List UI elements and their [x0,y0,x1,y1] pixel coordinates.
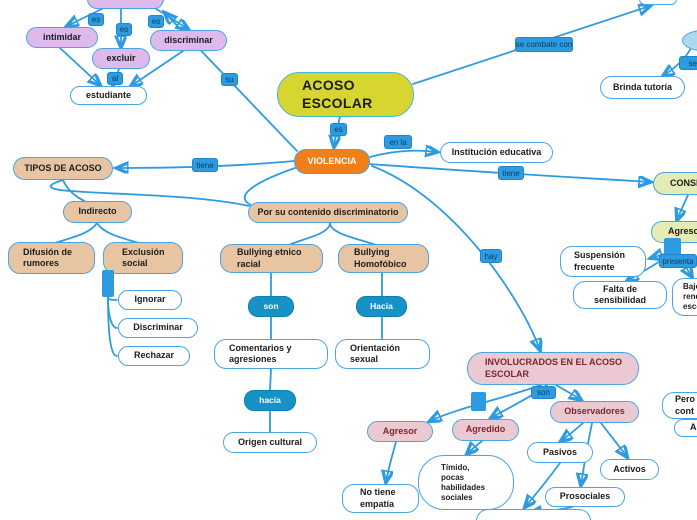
node-institucion-educativa[interactable]: Institución educativa [440,142,553,163]
node-agredido[interactable]: Agredido [452,419,519,441]
node-prosociales[interactable]: Prosociales [545,487,625,507]
node-por-su-contenido[interactable]: Por su contenido discriminatorio [248,202,408,223]
label-su[interactable]: su [221,73,238,86]
label-son[interactable]: son [531,386,556,399]
connector-line [96,222,140,244]
node-ignorar[interactable]: Ignorar [118,290,182,310]
node-agresor-pink[interactable]: Agresor [367,421,433,442]
node-discriminar[interactable]: discriminar [150,30,227,51]
connector-line [555,384,581,400]
label-es-main[interactable]: es [330,123,347,136]
connector-line [561,422,584,441]
node-brinda-tutoria[interactable]: Brinda tutoría [600,76,685,99]
label-hay[interactable]: hay [480,249,502,263]
node-estudiante[interactable]: estudiante [70,86,147,105]
node-acoso-escolar[interactable]: ACOSO ESCOLAR [277,72,414,117]
node-comentarios-agresiones[interactable]: Comentarios y agresiones [214,339,328,369]
label-se-combate-con[interactable]: se combate con [515,37,573,52]
node-objetivo[interactable]: OBJETIVO [87,0,164,9]
node-no-tiene-empatia[interactable]: No tiene empatía [342,484,419,513]
node-indirecto[interactable]: Indirecto [63,201,132,223]
stub-agresor [664,238,681,259]
connector-line [386,441,397,482]
label-es-3[interactable]: es [148,15,164,28]
node-involucrados[interactable]: INVOLUCRADOS EN EL ACOSO ESCOLAR [467,352,639,385]
node-violencia[interactable]: VIOLENCIA [294,149,370,174]
label-tiene-right[interactable]: tiene [498,166,524,180]
label-presenta[interactable]: presenta [659,254,697,268]
node-bullying-etnico-racial[interactable]: Bullying etnico racial [220,244,323,273]
node-observadores[interactable]: Observadores [550,401,639,423]
connector-line [107,296,118,329]
connector-line [369,151,437,157]
connector-line [600,422,627,457]
node-hacia-pill-2[interactable]: hacia [244,390,296,411]
connector-line [107,296,118,301]
connector-line [107,296,118,357]
node-intimidar[interactable]: intimidar [26,27,98,48]
node-rechazar[interactable]: Rechazar [118,346,190,366]
connector-line [269,368,272,391]
node-excluir[interactable]: excluir [92,48,150,69]
label-al[interactable]: al [107,72,123,85]
node-a-cut[interactable]: A [674,419,697,437]
connector-line [62,179,89,204]
node-pero-cont[interactable]: Pero cont [662,392,697,419]
connector-line [54,222,98,244]
node-pasivos[interactable]: Pasivos [527,442,593,463]
node-falta-de-sensibilidad[interactable]: Falta de sensibilidad [573,281,667,309]
connector-line [329,222,377,246]
connector-line [288,222,331,246]
node-tipos-de-acoso[interactable]: TIPOS DE ACOSO [13,157,113,180]
node-hacia-pill[interactable]: Hacia [356,296,407,317]
node-difusion-de-rumores[interactable]: Difusión de rumores [8,242,95,274]
stub-involucrados [471,392,486,411]
node-activos[interactable]: Activos [600,459,659,480]
node-consecuencias[interactable]: CONSECUENCIAS [653,172,697,195]
node-ellipse-top-right[interactable] [682,30,697,51]
node-son-pill[interactable]: son [248,296,294,317]
node-exclusion-social[interactable]: Exclusión social [103,242,183,274]
stub-exclusion [102,270,114,297]
node-orientacion-sexual[interactable]: Orientación sexual [335,339,430,369]
connector-line [677,194,689,220]
label-es-2[interactable]: es [116,23,132,36]
node-box-top-cut[interactable] [639,0,677,5]
label-se-le[interactable]: se le [679,56,697,70]
node-suspension-frecuente[interactable]: Suspensión frecuente [560,246,646,277]
node-bajo-rendimiento[interactable]: Bajo rendimiento escolar [672,278,697,316]
label-tiene-left[interactable]: tiene [192,158,218,172]
node-timido[interactable]: Tímido, pocas habilidades sociales [418,455,514,510]
connector-line [243,167,296,206]
connector-line [467,441,483,454]
node-origen-cultural[interactable]: Origen cultural [223,432,317,453]
label-es-1[interactable]: es [88,13,104,26]
node-discriminar-2[interactable]: Discriminar [118,318,198,338]
node-bullying-homofobico[interactable]: Bullying Homofóbico [338,244,429,273]
label-en-la[interactable]: en la [384,135,412,149]
node-box-bottom-cut[interactable] [476,509,591,520]
